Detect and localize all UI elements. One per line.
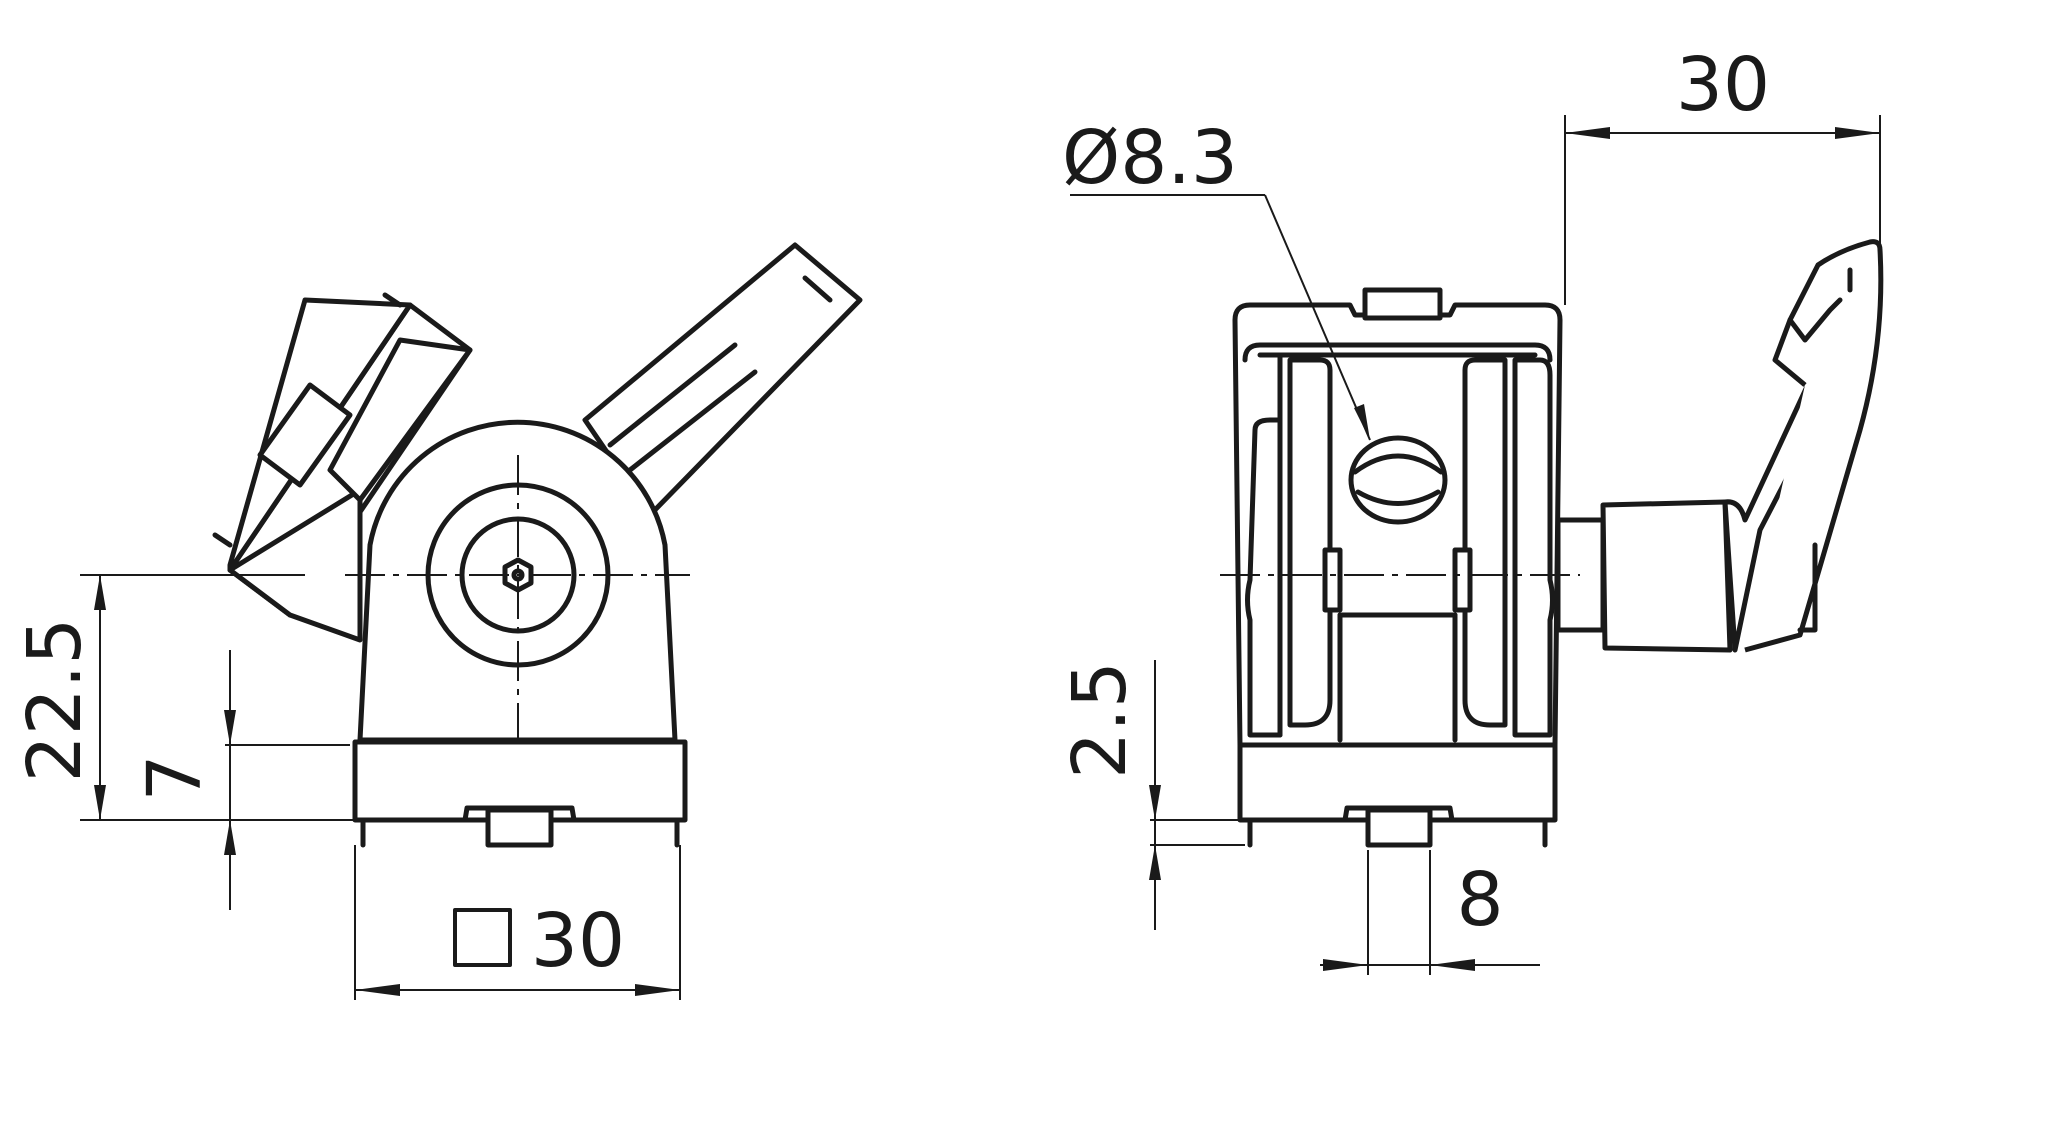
- dim-label-30-left: 30: [531, 898, 625, 984]
- left-view: 22.5 7 30: [12, 242, 863, 1000]
- right-extension-lines: [1070, 115, 1881, 975]
- dim-right-lever-reach: 30: [1565, 42, 1880, 139]
- left-base-plate: [352, 739, 688, 848]
- dim-right-step-height: 2.5: [1057, 660, 1161, 930]
- dim-label-22-5: 22.5: [12, 618, 98, 783]
- left-extension-lines: [80, 574, 681, 1000]
- right-inner-left: [1245, 352, 1343, 738]
- left-clamp-arm: [212, 292, 473, 643]
- bore-leader-arrow: [1354, 404, 1370, 440]
- right-view: Ø8.3 30 2.5 8: [1057, 42, 1884, 975]
- right-bore: [1348, 435, 1448, 525]
- right-inner-right: [1337, 357, 1555, 743]
- dim-right-slot-width: 8: [1320, 857, 1540, 971]
- dim-label-bore-diameter: Ø8.3: [1062, 115, 1238, 201]
- dim-left-height-partial: 7: [132, 650, 236, 910]
- dim-left-height-total: 22.5: [12, 575, 106, 820]
- square-section-symbol: [453, 908, 512, 967]
- dim-label-2-5: 2.5: [1057, 661, 1143, 779]
- right-lever: [1555, 239, 1884, 653]
- dim-label-7: 7: [132, 754, 218, 801]
- dim-left-width: 30: [355, 898, 680, 996]
- dim-label-8: 8: [1456, 857, 1503, 943]
- dim-label-30-right: 30: [1676, 42, 1770, 128]
- right-base-plate: [1237, 742, 1558, 848]
- left-center-lines: [345, 455, 690, 745]
